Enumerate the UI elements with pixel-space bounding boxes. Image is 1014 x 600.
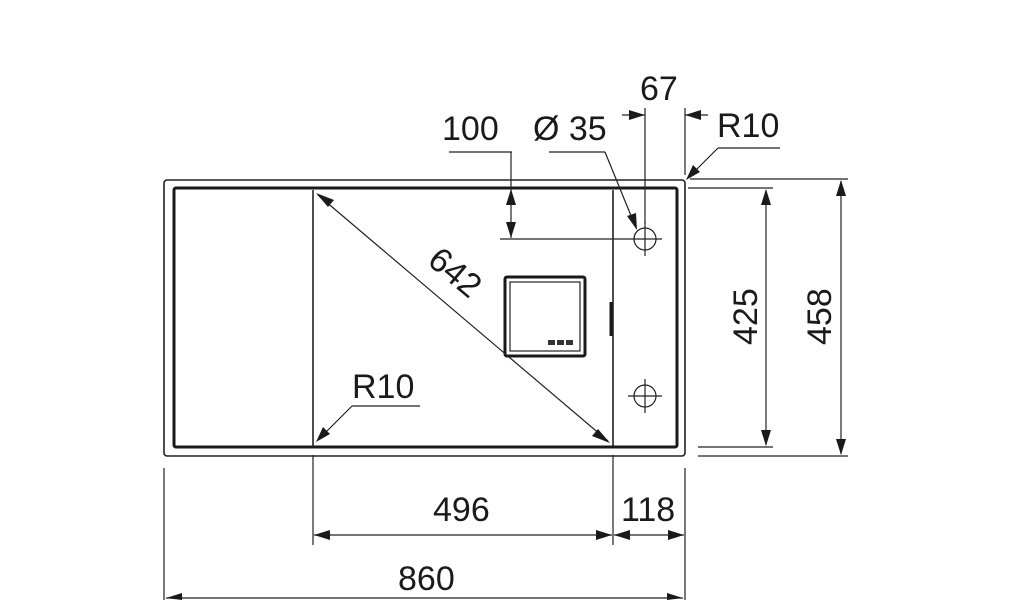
inner-height-label: 425 (727, 288, 765, 345)
tap-offset-arrow-top (506, 189, 516, 205)
tap-hole-bottom (628, 379, 662, 413)
tap-horizontal-arrow-right (685, 110, 701, 120)
tap-offset-label: 100 (442, 110, 499, 148)
bowl-width-label: 496 (433, 491, 490, 529)
outer-radius-arrow (686, 165, 700, 180)
inner-radius-label: R10 (352, 368, 414, 406)
tap-offset-arrow-bottom (506, 222, 516, 238)
tap-diameter-label: Ø 35 (533, 110, 607, 148)
diagonal-arrow-start (316, 193, 334, 207)
drainer-width-arrow-left (614, 530, 630, 540)
sink-inner-frame (172, 186, 679, 449)
tap-horizontal-arrow-left (629, 110, 645, 120)
tap-hole-top (628, 222, 662, 256)
diagonal-dimension-label: 642 (421, 240, 489, 306)
diagonal-dimension-line (317, 194, 609, 442)
inner-radius-arrow (316, 427, 330, 442)
overall-height-arrow-top (836, 180, 846, 196)
drainer-width-arrow-right (668, 530, 684, 540)
overall-width-label: 860 (398, 560, 455, 598)
bowl-width-arrow-right (596, 530, 612, 540)
inner-height-arrow-top (761, 189, 771, 205)
sink-outer-outline (163, 179, 686, 457)
drainer-width-label: 118 (621, 491, 675, 529)
tap-horizontal-label: 67 (640, 70, 678, 108)
overall-width-arrow-left (166, 593, 182, 600)
tap-diameter-arrow (627, 213, 637, 230)
waste-outlet-outer (503, 275, 587, 358)
waste-outlet-inner (509, 281, 581, 352)
waste-outlet-logo (548, 340, 573, 345)
overall-height-label: 458 (801, 288, 839, 345)
inner-height-arrow-bottom (761, 430, 771, 446)
outer-radius-label: R10 (717, 107, 779, 145)
overall-height-arrow-bottom (836, 439, 846, 455)
bowl-width-arrow-left (314, 530, 330, 540)
overall-width-arrow-right (667, 593, 683, 600)
diagonal-arrow-end (592, 429, 610, 443)
